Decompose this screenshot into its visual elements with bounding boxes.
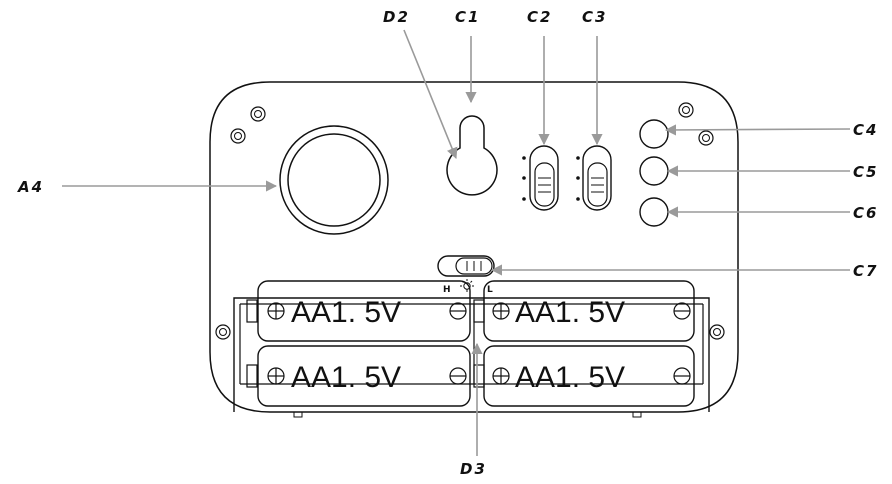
callout-a4: A4 [17,178,44,196]
callout-d3: D3 [460,460,487,478]
battery-label: AA1. 5V [291,296,401,329]
keyhole-mount [446,115,498,196]
screw-right-upper [698,130,714,146]
button-c5[interactable] [639,156,669,186]
battery-label: AA1. 5V [515,296,625,329]
callout-c7: C7 [853,262,878,280]
callout-c4: C4 [853,121,878,139]
callout-c3: C3 [582,8,607,26]
leader-c4 [664,124,851,136]
callout-c6: C6 [853,204,878,222]
speaker-grille [279,125,389,235]
battery-1: AA1. 5V [246,280,471,342]
switch-c2[interactable] [522,145,559,211]
screw-left-upper [230,128,246,144]
switch-c3[interactable] [576,145,612,211]
callout-c2: C2 [527,8,552,26]
screw-top-left [250,106,266,122]
callout-c1: C1 [455,8,480,26]
battery-2: AA1. 5V [473,280,695,342]
button-c4[interactable] [639,119,669,149]
callout-c5: C5 [853,163,878,181]
brightness-slider-c7[interactable] [437,255,495,277]
button-c6[interactable] [639,197,669,227]
screw-top-right [678,102,694,118]
battery-4: AA1. 5V [473,345,695,407]
device-body [209,81,739,413]
battery-label: AA1. 5V [291,361,401,394]
slider-label-high: H [443,285,451,295]
screw-left-lower [215,324,231,340]
callout-d2: D2 [383,8,410,26]
battery-3: AA1. 5V [246,345,471,407]
battery-label: AA1. 5V [515,361,625,394]
leader-d2 [403,29,458,160]
slider-label-low: L [487,285,493,295]
screw-right-lower [709,324,725,340]
